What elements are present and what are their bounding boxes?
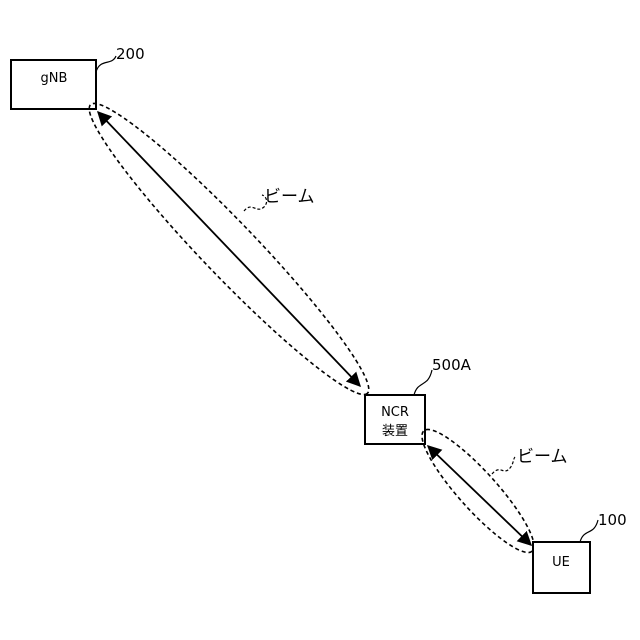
ue-label: UE: [552, 555, 570, 570]
lower-beam-leader: [492, 457, 515, 474]
ncr-label-line1: NCR: [381, 405, 409, 420]
ue-ref-leader: [580, 520, 598, 542]
upper-beam-arrow: [98, 112, 360, 386]
lower-beam-ellipse: [410, 418, 547, 564]
ncr-ref-number: 500A: [432, 356, 472, 374]
ncr-label-line2: 装置: [382, 424, 408, 439]
lower-beam-label: ビーム: [517, 447, 568, 467]
gnb-ref-leader: [96, 56, 116, 72]
gnb-ref-number: 200: [116, 45, 145, 63]
gnb-label: gNB: [41, 71, 68, 86]
upper-beam-label: ビーム: [264, 187, 315, 207]
lower-beam-arrow: [428, 446, 531, 545]
ncr-ref-leader: [414, 370, 432, 395]
ue-ref-number: 100: [598, 511, 627, 529]
